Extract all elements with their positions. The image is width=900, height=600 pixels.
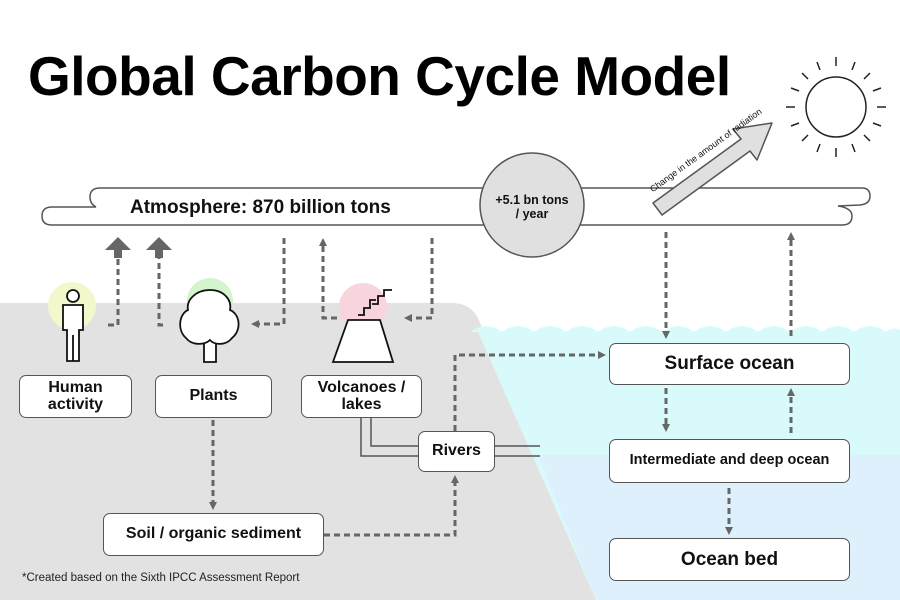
flow-plants-to-atmosphere: [157, 258, 163, 327]
plant-emission-arrow: [146, 237, 172, 258]
rivers-channel: [360, 418, 540, 457]
footnote: *Created based on the Sixth IPCC Assessm…: [22, 572, 300, 584]
node-ocean-bed: Ocean bed: [609, 538, 850, 581]
flow-rivers-to-surface-ocean: [453, 351, 606, 431]
flow-soil-to-rivers: [324, 475, 459, 537]
sun-icon: [786, 57, 886, 157]
flow-arrows: [108, 232, 795, 537]
person-icon: [62, 289, 84, 362]
node-surface-ocean: Surface ocean: [609, 343, 850, 385]
human-emission-arrow: [105, 237, 131, 258]
emission-arrows: [105, 237, 172, 258]
node-plants: Plants: [155, 375, 272, 418]
node-soil: Soil / organic sediment: [103, 513, 324, 556]
rate-line-2: / year: [515, 207, 549, 222]
rate-line-1: +5.1 bn tons: [495, 193, 569, 207]
node-volcanoes-lakes: Volcanoes / lakes: [301, 375, 422, 418]
volcano-icon: [331, 289, 395, 363]
atmosphere-label: Atmosphere: 870 billion tons: [130, 197, 391, 218]
rate-circle: [479, 152, 585, 258]
volcano-glow: [339, 283, 387, 331]
flow-atmosphere-to-plants: [251, 238, 286, 328]
node-rivers: Rivers: [418, 431, 495, 472]
atmosphere-rate: +5.1 bn tons / year: [478, 193, 586, 222]
node-human-activity: Human activity: [19, 375, 132, 418]
flow-human-to-atmosphere: [108, 258, 120, 327]
tree-icon: [179, 289, 240, 363]
flow-volcanoes-to-atmosphere: [319, 238, 337, 320]
node-deep-ocean: Intermediate and deep ocean: [609, 439, 850, 483]
radiation-arrow: [652, 122, 773, 216]
flow-atmosphere-to-lakes: [404, 238, 434, 322]
page-title: Global Carbon Cycle Model: [28, 45, 731, 107]
